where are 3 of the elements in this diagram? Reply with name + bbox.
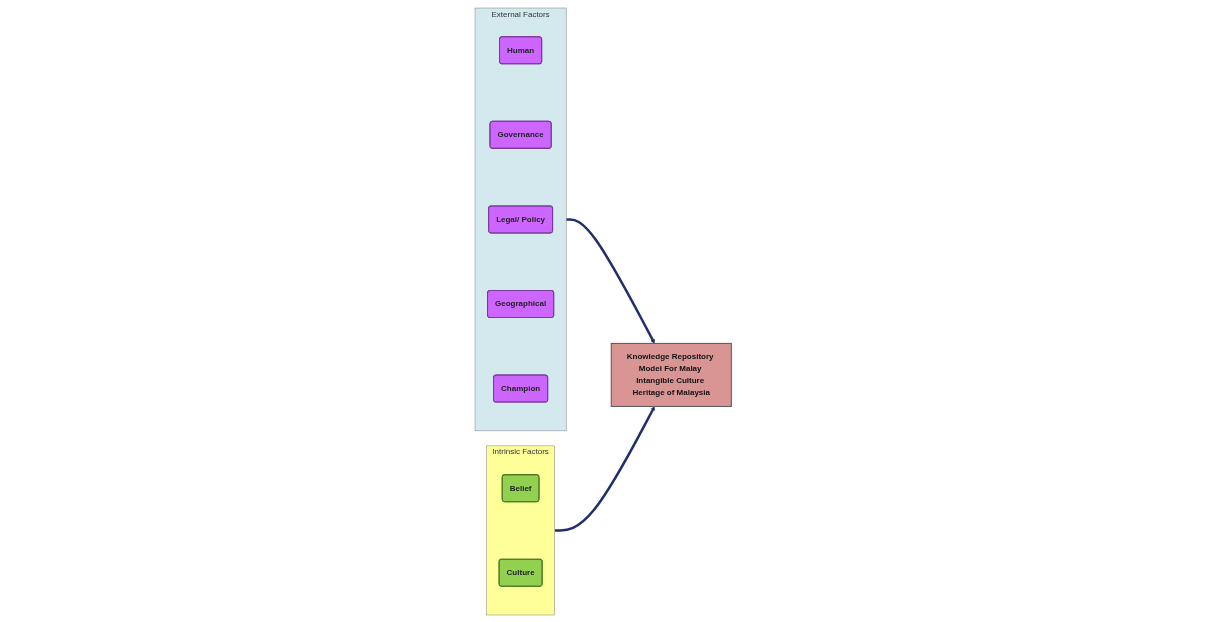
node-box: Knowledge Repository Model For Malay Intangible Culture Heritage of Malaysia [611, 342, 733, 407]
arrow [566, 217, 656, 344]
arrow [554, 405, 656, 532]
